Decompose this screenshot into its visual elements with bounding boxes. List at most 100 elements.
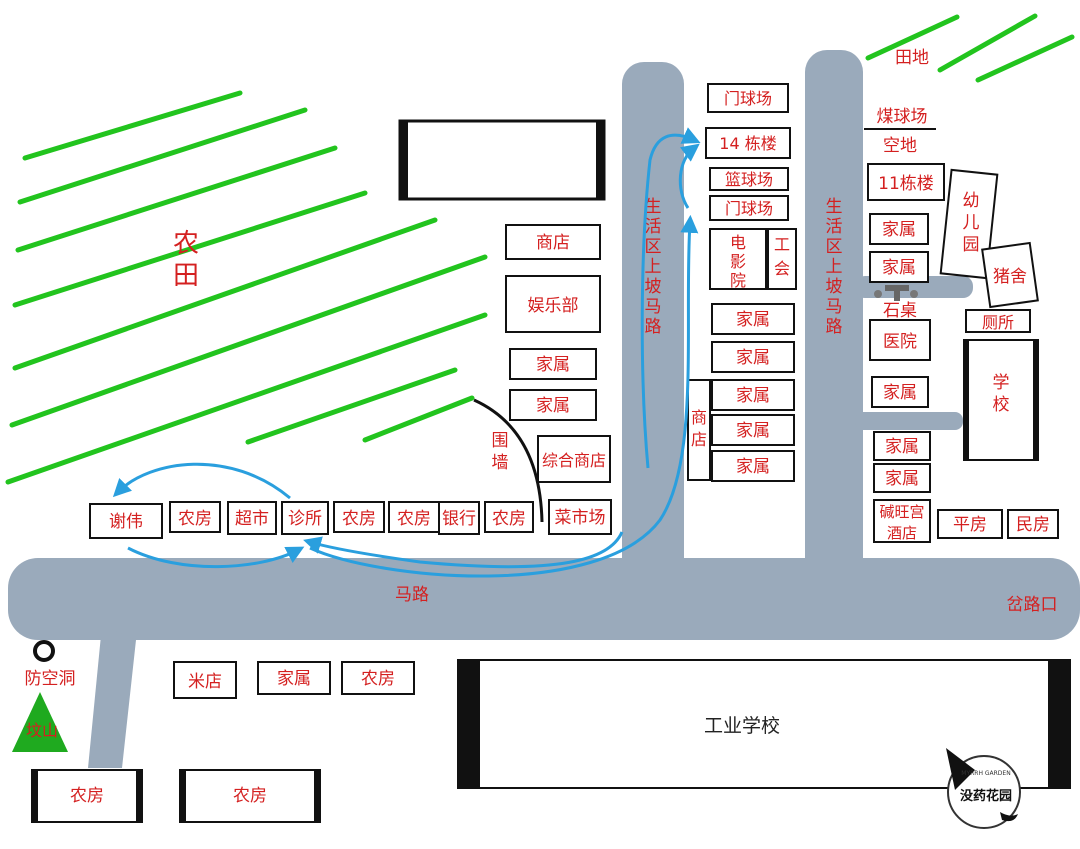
svg-text:影: 影 <box>730 252 746 271</box>
svg-text:菜市场: 菜市场 <box>555 508 606 528</box>
svg-text:没药花园: 没药花园 <box>960 788 1012 804</box>
svg-text:谢伟: 谢伟 <box>109 512 143 532</box>
building-family1: 家属 <box>509 348 597 380</box>
svg-text:农房: 农房 <box>233 786 267 806</box>
building-shop1: 商店 <box>505 224 601 260</box>
svg-text:上: 上 <box>826 257 843 277</box>
svg-text:门球场: 门球场 <box>724 89 772 108</box>
building-11: 11栋楼 <box>867 163 945 201</box>
svg-text:农房: 农房 <box>70 786 104 806</box>
svg-text:平房: 平房 <box>953 515 987 535</box>
building-hospital: 医院 <box>869 319 931 361</box>
svg-text:生: 生 <box>826 197 843 217</box>
svg-text:家属: 家属 <box>736 386 770 406</box>
building-school: 学 校 <box>963 339 1039 461</box>
coal-court-label: 煤球场 <box>877 107 928 127</box>
field-stripes <box>865 13 1075 83</box>
svg-text:11栋楼: 11栋楼 <box>878 174 934 194</box>
svg-text:墙: 墙 <box>492 453 509 473</box>
svg-text:农房: 农房 <box>397 509 431 529</box>
stone-table-icon <box>874 285 918 301</box>
svg-text:家属: 家属 <box>882 258 916 278</box>
svg-text:农: 农 <box>173 229 199 259</box>
svg-text:商店: 商店 <box>536 233 570 253</box>
svg-text:工业学校: 工业学校 <box>704 715 780 737</box>
building-cinema: 电 影 院 <box>709 228 767 290</box>
building-family3: 家属 <box>711 303 795 335</box>
svg-text:家属: 家属 <box>536 355 570 375</box>
farmland-label: 农 田 <box>173 229 199 291</box>
grave-hill-label: 坟山 <box>26 721 58 740</box>
svg-text:幼: 幼 <box>963 191 980 211</box>
watermark-logo: MYRRH GARDEN 没药花园 <box>946 748 1021 829</box>
unlabeled-building <box>398 119 606 201</box>
building-xiewei: 谢伟 <box>89 503 163 539</box>
svg-text:家属: 家属 <box>736 421 770 441</box>
svg-text:碱旺宫: 碱旺宫 <box>879 503 924 521</box>
building-family6: 家属 <box>711 414 795 446</box>
svg-text:商: 商 <box>691 408 707 427</box>
building-family12: 家属 <box>873 463 931 493</box>
building-family9: 家属 <box>869 251 929 283</box>
svg-text:生: 生 <box>645 197 662 217</box>
wall-line <box>473 398 544 523</box>
building-family13: 家属 <box>257 661 331 695</box>
building-farmhouse6: 农房 <box>31 769 143 823</box>
svg-text:银行: 银行 <box>442 509 476 529</box>
svg-text:米店: 米店 <box>188 672 222 692</box>
svg-text:路: 路 <box>826 317 843 337</box>
building-toilet: 厕所 <box>965 309 1031 333</box>
route-arrows <box>112 127 701 578</box>
svg-text:农房: 农房 <box>492 509 526 529</box>
wall-label: 围 墙 <box>492 431 509 473</box>
building-hotel: 碱旺宫 酒店 <box>873 499 931 543</box>
svg-text:娱乐部: 娱乐部 <box>528 296 579 316</box>
svg-text:猪舍: 猪舍 <box>993 267 1027 287</box>
svg-text:区: 区 <box>645 237 662 257</box>
building-bungalow: 平房 <box>937 509 1003 539</box>
svg-text:家属: 家属 <box>736 348 770 368</box>
svg-text:家属: 家属 <box>536 396 570 416</box>
ramp-right-label: 生 活 区 上 坡 马 路 <box>826 197 843 337</box>
svg-text:家属: 家属 <box>736 457 770 477</box>
svg-text:超市: 超市 <box>235 509 269 529</box>
building-union: 工 会 <box>767 228 797 290</box>
building-family5: 家属 <box>711 379 795 411</box>
svg-text:家属: 家属 <box>883 383 917 403</box>
svg-text:院: 院 <box>730 271 746 290</box>
building-shop2: 商 店 <box>687 379 711 481</box>
building-family2: 家属 <box>509 389 597 421</box>
svg-text:家属: 家属 <box>736 310 770 330</box>
svg-text:14 栋楼: 14 栋楼 <box>719 134 776 153</box>
svg-text:店: 店 <box>691 430 707 449</box>
field-label: 田地 <box>895 48 929 68</box>
roads <box>8 50 1080 768</box>
svg-text:厕所: 厕所 <box>982 313 1014 332</box>
farmland-stripes <box>5 90 488 485</box>
building-family10: 家属 <box>871 376 929 408</box>
building-house: 民房 <box>1007 509 1059 539</box>
svg-text:诊所: 诊所 <box>288 509 322 529</box>
svg-text:农房: 农房 <box>342 509 376 529</box>
svg-text:家属: 家属 <box>882 220 916 240</box>
building-rice-shop: 米店 <box>173 661 237 699</box>
building-basketball: 篮球场 <box>709 167 789 191</box>
ramp-left-label: 生 活 区 上 坡 马 路 <box>645 197 662 337</box>
svg-text:马: 马 <box>826 297 843 317</box>
svg-text:家属: 家属 <box>277 669 311 689</box>
svg-text:坡: 坡 <box>645 277 662 297</box>
building-gate-court2: 门球场 <box>709 195 789 221</box>
svg-text:酒店: 酒店 <box>887 524 917 542</box>
svg-text:篮球场: 篮球场 <box>725 170 773 189</box>
building-farmhouse3: 农房 <box>388 501 440 533</box>
building-farmhouse5: 农房 <box>341 661 415 695</box>
svg-text:路: 路 <box>645 317 662 337</box>
building-family8: 家属 <box>869 213 929 245</box>
building-family7: 家属 <box>711 450 795 482</box>
svg-text:田: 田 <box>173 261 199 291</box>
building-bank: 银行 <box>438 501 480 535</box>
building-market: 菜市场 <box>548 499 612 535</box>
building-family11: 家属 <box>873 431 931 461</box>
svg-text:学: 学 <box>993 373 1010 393</box>
